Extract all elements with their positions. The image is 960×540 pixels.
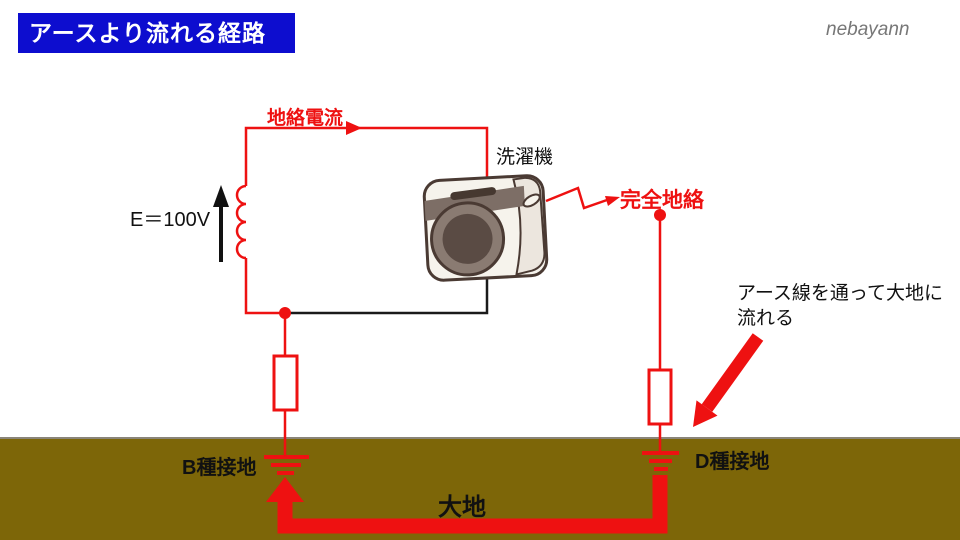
type-b-ground-label: B種接地 xyxy=(182,457,257,479)
resistor-b-symbol xyxy=(272,354,299,412)
complete-ground-fault-label: 完全地絡 xyxy=(620,189,704,212)
source-coil-symbol xyxy=(235,184,285,315)
machine-handle xyxy=(522,193,541,208)
earth-wire-note: アース線を通って大地に 流れる xyxy=(737,281,943,331)
fault-callout-line xyxy=(545,186,620,210)
ground-branch-b xyxy=(264,313,309,475)
current-direction-arrow-icon xyxy=(346,121,362,135)
source-voltage-label: E＝100V xyxy=(130,209,211,231)
ground-branch-d xyxy=(642,209,679,471)
slide-title: アースより流れる経路 xyxy=(18,13,295,53)
neutral-wire xyxy=(285,277,489,315)
earth-wire-note-line1: アース線を通って大地に xyxy=(737,283,943,304)
ground-symbol-d-icon xyxy=(642,451,679,471)
machine-slot xyxy=(450,187,497,201)
washing-machine-label: 洗濯機 xyxy=(496,147,554,168)
watermark-text: nebayann xyxy=(826,19,910,40)
earth-wire-flow-arrow xyxy=(693,333,764,427)
ground-symbol-b-icon xyxy=(264,455,309,475)
earth-wire-note-line2: 流れる xyxy=(737,308,795,329)
washing-machine-illustration xyxy=(422,174,549,282)
top-wire xyxy=(244,121,489,186)
fault-current-label: 地絡電流 xyxy=(267,108,344,129)
type-d-ground-label: D種接地 xyxy=(695,451,770,473)
earth-return-path-arrow xyxy=(266,475,668,534)
voltage-direction-arrow-icon xyxy=(213,185,229,262)
machine-door-inner xyxy=(442,213,493,264)
resistor-d-symbol xyxy=(647,368,673,426)
earth-label: 大地 xyxy=(438,494,486,521)
